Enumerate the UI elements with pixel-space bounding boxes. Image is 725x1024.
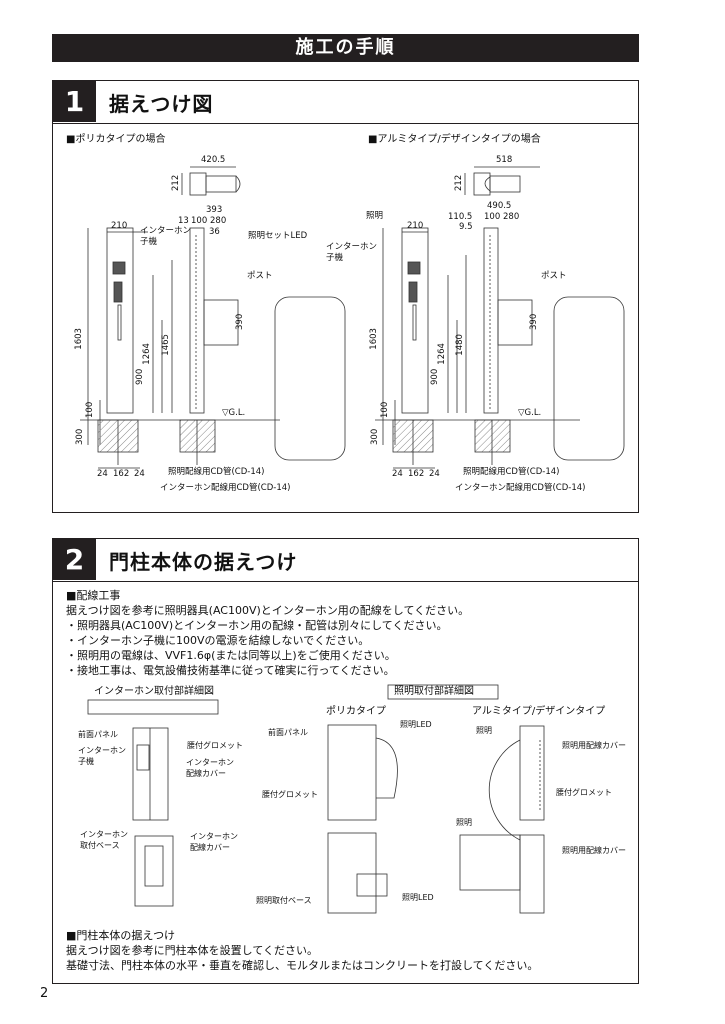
dim-label: 24: [134, 469, 145, 479]
label-koki: 子機: [140, 237, 158, 247]
detail-interphone-title: インターホン取付部詳細図: [94, 686, 214, 697]
dim-label: 390: [529, 313, 540, 330]
wiring-line-0: 据えつけ図を参考に照明器具(AC100V)とインターホン用の配線をしてください。: [66, 604, 470, 617]
section-header: 2 門柱本体の据えつけ: [53, 539, 638, 582]
dim-label: 518: [496, 155, 513, 165]
part-label: 照明: [476, 726, 492, 735]
label-cd-inter: インターホン配線用CD管(CD-14): [455, 483, 586, 493]
section-installation-diagram: 1 据えつけ図: [52, 80, 639, 513]
page-header: 施工の手順: [52, 34, 639, 62]
top-view-post: [189, 172, 207, 196]
alu-type-label: アルミタイプ/デザインタイプ: [472, 706, 606, 717]
dim-label: 393: [206, 205, 223, 215]
dim-label: 162: [408, 469, 425, 479]
part-label: インターホン: [78, 746, 126, 755]
dim-label: 24: [429, 469, 440, 479]
wiring-line-1: ・照明器具(AC100V)とインターホン用の配線・配管は別々にしてください。: [66, 619, 448, 632]
section-number: 2: [53, 539, 96, 580]
label-cd-light: 照明配線用CD管(CD-14): [463, 467, 560, 477]
dim-label: 900: [135, 368, 146, 385]
part-label: 照明LED: [400, 720, 432, 729]
dim-label: 1603: [73, 328, 84, 350]
caption-aluminum: ■アルミタイプ/デザインタイプの場合: [368, 134, 541, 145]
label-led: 照明セットLED: [248, 231, 308, 241]
part-label: 照明: [456, 818, 472, 827]
label-koki: 子機: [326, 253, 344, 263]
dim-label: 13: [178, 216, 189, 226]
poly-type-label: ポリカタイプ: [326, 706, 386, 717]
label-interphone: インターホン: [326, 242, 378, 252]
dim-label: 100: [484, 212, 501, 222]
side-view-post: [189, 227, 205, 414]
part-label: インターホン: [80, 830, 128, 839]
section-post-install: 2 門柱本体の据えつけ: [52, 538, 639, 984]
part-label: 配線カバー: [190, 843, 230, 852]
dim-label: 9.5: [459, 222, 473, 232]
section-title: 据えつけ図: [109, 92, 214, 116]
part-label: インターホン: [190, 832, 238, 841]
wiring-heading: ■配線工事: [66, 589, 121, 602]
dim-label: 210: [407, 221, 424, 231]
part-label: 配線カバー: [186, 769, 226, 778]
part-label: 腰付グロメット: [556, 788, 612, 797]
detail-light-title: 照明取付部詳細図: [394, 686, 474, 697]
dim-label: 162: [113, 469, 130, 479]
install-line-0: 据えつけ図を参考に門柱本体を設置してください。: [66, 944, 319, 957]
dim-label: 490.5: [487, 201, 512, 211]
dim-label: 1264: [141, 343, 152, 365]
dim-label: 24: [97, 469, 108, 479]
section-number: 1: [53, 81, 96, 122]
part-label: 取付ベース: [80, 841, 120, 850]
label-post: ポスト: [541, 271, 567, 281]
dim-label: 100: [191, 216, 208, 226]
label-post: ポスト: [247, 271, 273, 281]
dim-label: 420.5: [201, 155, 226, 165]
wiring-line-2: ・インターホン子機に100Vの電源を結線しないでください。: [66, 634, 370, 647]
dim-label: 300: [75, 428, 86, 445]
part-label: 子機: [78, 757, 94, 766]
label-gl: ▽G.L.: [222, 408, 246, 418]
part-label: 照明用配線カバー: [562, 741, 626, 750]
dim-label: 100: [85, 401, 96, 418]
dim-label: 280: [210, 216, 227, 226]
dim-label: 100: [380, 401, 391, 418]
part-label: 照明LED: [402, 893, 434, 902]
part-label: 腰付グロメット: [187, 741, 243, 750]
label-light: 照明: [366, 211, 384, 221]
label-cd-light: 照明配線用CD管(CD-14): [168, 467, 265, 477]
page-number: 2: [40, 986, 49, 1001]
label-interphone: インターホン: [140, 226, 192, 236]
section-title: 門柱本体の据えつけ: [109, 550, 298, 574]
part-label: 前面パネル: [268, 728, 308, 737]
dim-label: 300: [370, 428, 381, 445]
dim-label: 900: [430, 368, 441, 385]
dim-label: 24: [392, 469, 403, 479]
label-gl: ▽G.L.: [518, 408, 542, 418]
dim-label: 1480: [454, 334, 465, 356]
install-line-1: 基礎寸法、門柱本体の水平・垂直を確認し、モルタルまたはコンクリートを打設してくだ…: [66, 959, 539, 972]
part-label: 照明取付ベース: [256, 896, 312, 905]
front-view-post: [106, 227, 134, 414]
dim-label: 210: [111, 221, 128, 231]
dim-label: 1465: [160, 334, 171, 356]
caption-polycarbonate: ■ポリカタイプの場合: [66, 134, 166, 145]
section-header: 1 据えつけ図: [53, 81, 638, 124]
wiring-line-4: ・接地工事は、電気設備技術基準に従って確実に行ってください。: [66, 664, 395, 677]
label-cd-inter: インターホン配線用CD管(CD-14): [160, 483, 291, 493]
dim-label: 390: [235, 313, 246, 330]
install-heading: ■門柱本体の据えつけ: [66, 929, 176, 942]
dim-label: 280: [503, 212, 520, 222]
dim-label: 1603: [368, 328, 379, 350]
part-label: 照明用配線カバー: [562, 846, 626, 855]
wiring-line-3: ・照明用の電線は、VVF1.6φ(または同等以上)をご使用ください。: [66, 649, 396, 662]
dim-label: 110.5: [448, 212, 473, 222]
part-label: 前面パネル: [78, 730, 118, 739]
dim-label: 1264: [436, 343, 447, 365]
part-label: 腰付グロメット: [262, 790, 318, 799]
dim-label: 212: [171, 174, 182, 191]
dim-label: 36: [209, 227, 220, 237]
dim-label: 212: [454, 174, 465, 191]
part-label: インターホン: [186, 758, 234, 767]
